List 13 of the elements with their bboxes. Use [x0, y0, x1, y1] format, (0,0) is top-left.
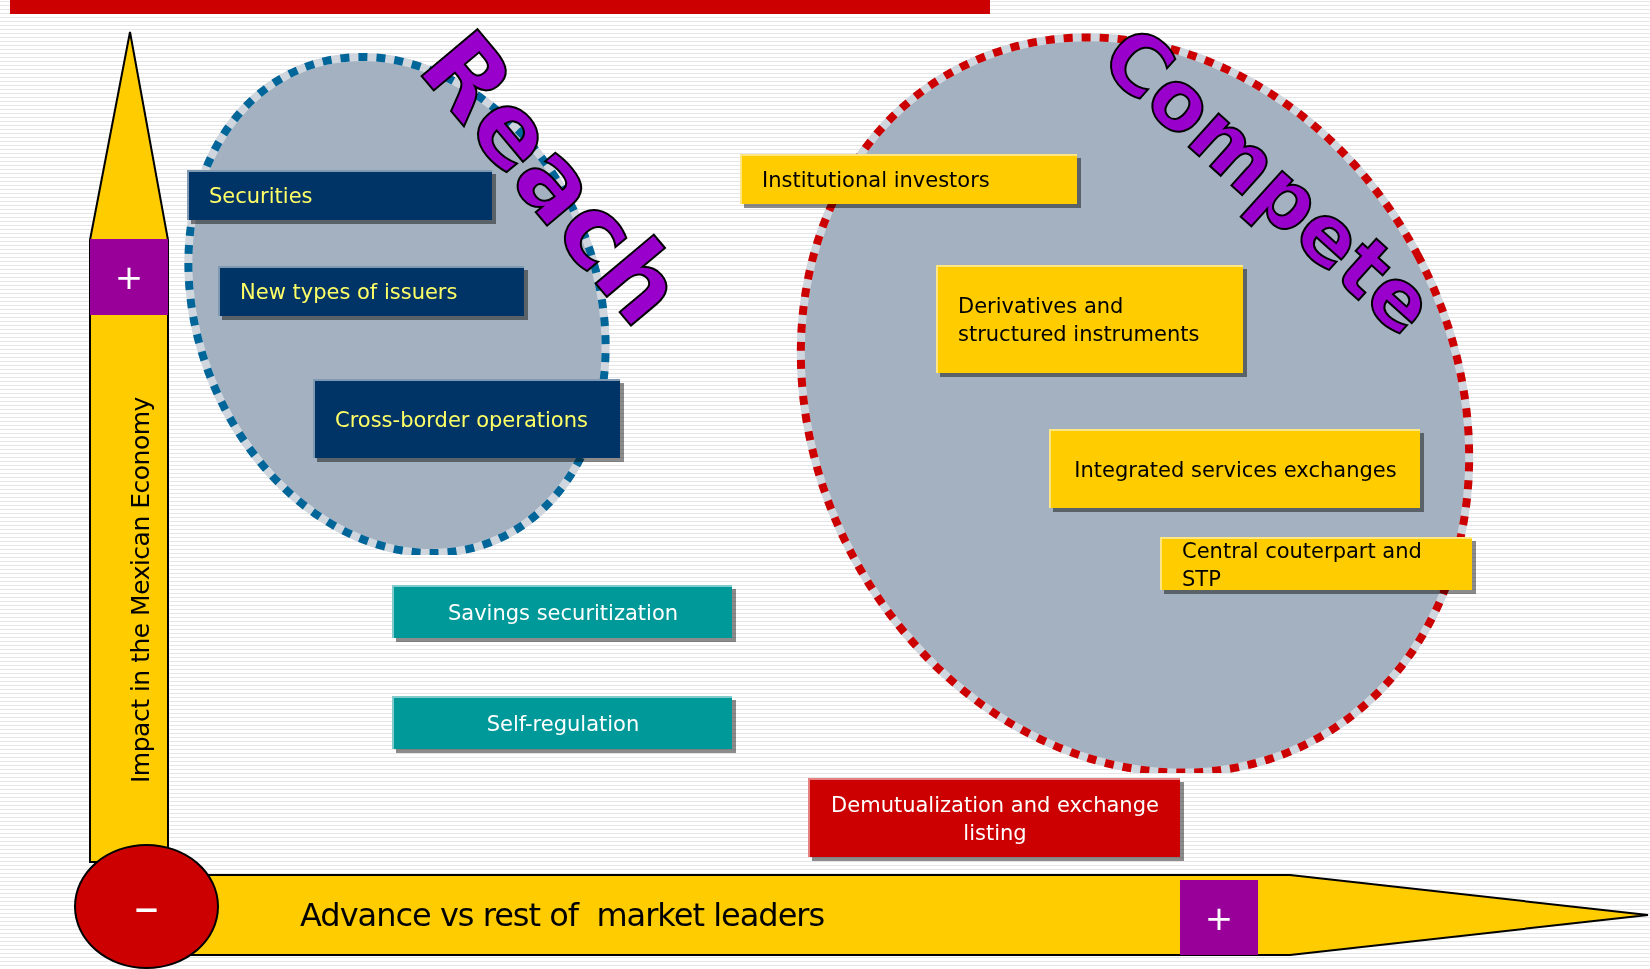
axis-label: Impact in the Mexican Economy — [124, 396, 156, 785]
axis-label: Advance vs rest of market leaders — [300, 895, 826, 936]
category-box: Cross-border operations — [313, 379, 620, 458]
category-box: Demutualization and exchange listing — [808, 778, 1180, 857]
category-box: Central couterpart and STP — [1160, 537, 1472, 590]
category-box: Integrated services exchanges — [1049, 429, 1420, 508]
plus-sign: + — [90, 239, 168, 315]
minus-sign: – — [74, 844, 219, 969]
category-box: Securities — [187, 170, 492, 220]
plus-sign: + — [1180, 880, 1258, 955]
category-box: Institutional investors — [740, 154, 1077, 204]
category-box: Savings securitization — [392, 585, 732, 638]
category-box: Self-regulation — [392, 696, 732, 749]
